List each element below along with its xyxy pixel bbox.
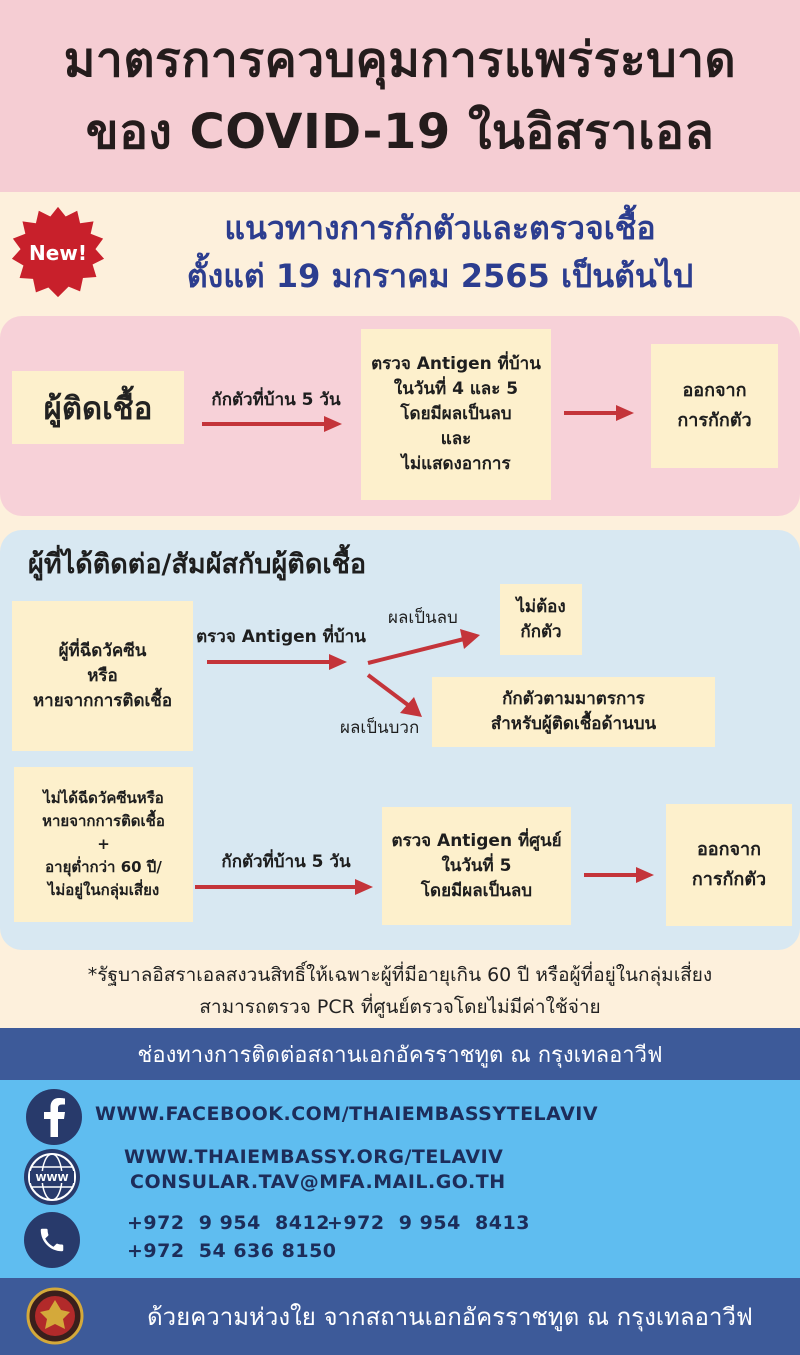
facebook-link[interactable]: WWW.FACEBOOK.COM/THAIEMBASSYTELAVIV (95, 1103, 599, 1125)
unvaccinated-line: + (97, 835, 110, 853)
arrow-icon (202, 416, 342, 432)
infected-test-line: ตรวจ Antigen ที่บ้าน (371, 354, 541, 374)
infected-title-box: ผู้ติดเชื้อ (12, 371, 184, 444)
contact-bar: ช่องทางการติดต่อสถานเอกอัครราชทูต ณ กรุง… (0, 1028, 800, 1080)
unvaccinated-line: ไม่ได้ฉีดวัคซีนหรือ (43, 789, 164, 807)
title-line-2: ของ COVID-19 ในอิสราเอล (85, 104, 715, 160)
subtitle: แนวทางการกักตัวและตรวจเชื้อ ตั้งแต่ 19 ม… (130, 202, 750, 302)
pcr-note: *รัฐบาลอิสราเอลสงวนสิทธิ์ให้เฉพาะผู้ที่ม… (0, 955, 800, 1027)
exit-line: การกักตัว (691, 869, 767, 890)
website-link[interactable]: WWW.THAIEMBASSY.ORG/TELAVIV (124, 1146, 504, 1168)
contact-panel (0, 1080, 800, 1278)
vaccinated-line: หายจากการติดเชื้อ (32, 690, 173, 711)
vaccinated-line: ผู้ที่ฉีดวัคซีน (58, 640, 147, 661)
unvaccinated-test-line: โดยมีผลเป็นลบ (420, 880, 533, 901)
quarantine-box: กักตัวตามมาตรการ สำหรับผู้ติดเชื้อด้านบน (432, 677, 715, 747)
arrow-icon (564, 405, 634, 421)
website-icon[interactable]: WWW (24, 1149, 80, 1205)
phone-number-3[interactable]: +972 54 636 8150 (127, 1240, 337, 1262)
infected-test-box: ตรวจ Antigen ที่บ้าน ในวันที่ 4 และ 5 โด… (361, 329, 551, 500)
arrow-icon (207, 654, 347, 670)
exit-line: ออกจาก (696, 839, 762, 860)
unvaccinated-line: หายจากการติดเชื้อ (42, 812, 165, 830)
unvaccinated-test-line: ในวันที่ 5 (441, 855, 512, 876)
subtitle-line-2: ตั้งแต่ 19 มกราคม 2565 เป็นต้นไป (186, 257, 694, 295)
vaccinated-box: ผู้ที่ฉีดวัคซีน หรือ หายจากการติดเชื้อ (12, 601, 193, 751)
unvaccinated-line: อายุต่ำกว่า 60 ปี/ (45, 858, 162, 876)
quarantine-line: สำหรับผู้ติดเชื้อด้านบน (490, 714, 657, 734)
infected-test-line: ไม่แสดงอาการ (401, 454, 511, 474)
infected-test-line: โดยมีผลเป็นลบ (400, 404, 512, 424)
exit-line: การกักตัว (677, 410, 752, 431)
unvaccinated-box: ไม่ได้ฉีดวัคซีนหรือ หายจากการติดเชื้อ + … (14, 767, 193, 922)
subtitle-band (0, 192, 800, 310)
positive-result-label: ผลเป็นบวก (340, 718, 420, 738)
facebook-glyph-icon (44, 1098, 65, 1137)
header-banner: มาตรการควบคุมการแพร่ระบาด ของ COVID-19 ใ… (0, 0, 800, 192)
new-badge-label: New! (29, 241, 87, 265)
infected-test-line: และ (440, 429, 472, 449)
arrow-icon (584, 867, 654, 883)
new-badge-icon (11, 206, 105, 298)
unvaccinated-step-label: กักตัวที่บ้าน 5 วัน (221, 852, 351, 872)
unvaccinated-test-box: ตรวจ Antigen ที่ศูนย์ ในวันที่ 5 โดยมีผล… (382, 807, 571, 925)
unvaccinated-line: ไม่อยู่ในกลุ่มเสี่ยง (47, 881, 160, 899)
infected-title: ผู้ติดเชื้อ (43, 390, 153, 427)
phone-icon[interactable] (24, 1212, 80, 1268)
facebook-icon[interactable] (26, 1089, 82, 1145)
vaccinated-line: หรือ (87, 665, 118, 686)
email-link[interactable]: CONSULAR.TAV@MFA.MAIL.GO.TH (130, 1171, 506, 1193)
infected-exit-box: ออกจาก การกักตัว (651, 344, 778, 468)
phone-number-2[interactable]: +972 9 954 8413 (327, 1212, 530, 1234)
note-line-2: สามารถตรวจ PCR ที่ศูนย์ตรวจโดยไม่มีค่าใช… (199, 996, 601, 1018)
contact-bar-title: ช่องทางการติดต่อสถานเอกอัครราชทูต ณ กรุง… (137, 1042, 663, 1068)
bottom-bar (0, 1278, 800, 1355)
no-quarantine-line: กักตัว (520, 621, 562, 642)
infected-step-label: กักตัวที่บ้าน 5 วัน (211, 390, 341, 410)
no-quarantine-line: ไม่ต้อง (516, 596, 566, 617)
title-line-1: มาตรการควบคุมการแพร่ระบาด (63, 32, 737, 88)
embassy-emblem-icon (26, 1287, 84, 1345)
globe-icon: WWW (28, 1153, 76, 1201)
quarantine-line: กักตัวตามมาตรการ (502, 689, 645, 709)
phone-number-1[interactable]: +972 9 954 8412 (127, 1212, 330, 1234)
arrow-icon (195, 879, 373, 895)
branch-arrows-icon (366, 629, 480, 717)
no-quarantine-box: ไม่ต้อง กักตัว (500, 584, 582, 655)
footer-text: ด้วยความห่วงใย จากสถานเอกอัครราชทูต ณ กร… (147, 1303, 753, 1331)
exit-line: ออกจาก (682, 380, 747, 401)
note-line-1: *รัฐบาลอิสราเอลสงวนสิทธิ์ให้เฉพาะผู้ที่ม… (87, 964, 713, 986)
negative-result-label: ผลเป็นลบ (388, 608, 458, 628)
www-icon-label: WWW (35, 1173, 68, 1184)
infected-test-line: ในวันที่ 4 และ 5 (393, 379, 519, 399)
unvaccinated-exit-box: ออกจาก การกักตัว (666, 804, 792, 926)
badge-starburst (11, 206, 105, 298)
unvaccinated-test-line: ตรวจ Antigen ที่ศูนย์ (391, 830, 562, 851)
subtitle-line-1: แนวทางการกักตัวและตรวจเชื้อ (224, 209, 656, 247)
contacts-title: ผู้ที่ได้ติดต่อ/สัมผัสกับผู้ติดเชื้อ (28, 549, 367, 580)
phone-glyph-icon (40, 1228, 64, 1252)
vaccinated-test-label: ตรวจ Antigen ที่บ้าน (196, 627, 366, 647)
